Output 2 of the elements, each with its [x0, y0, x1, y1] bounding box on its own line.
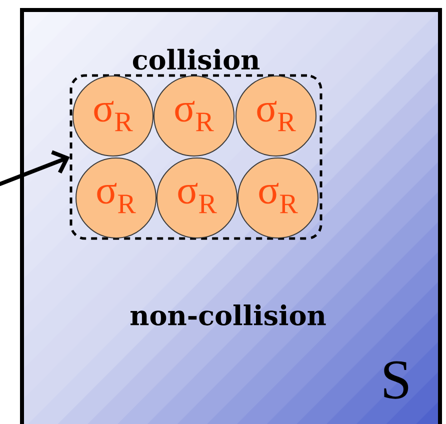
arrow: [0, 150, 70, 186]
node-label: collision: [132, 48, 260, 70]
